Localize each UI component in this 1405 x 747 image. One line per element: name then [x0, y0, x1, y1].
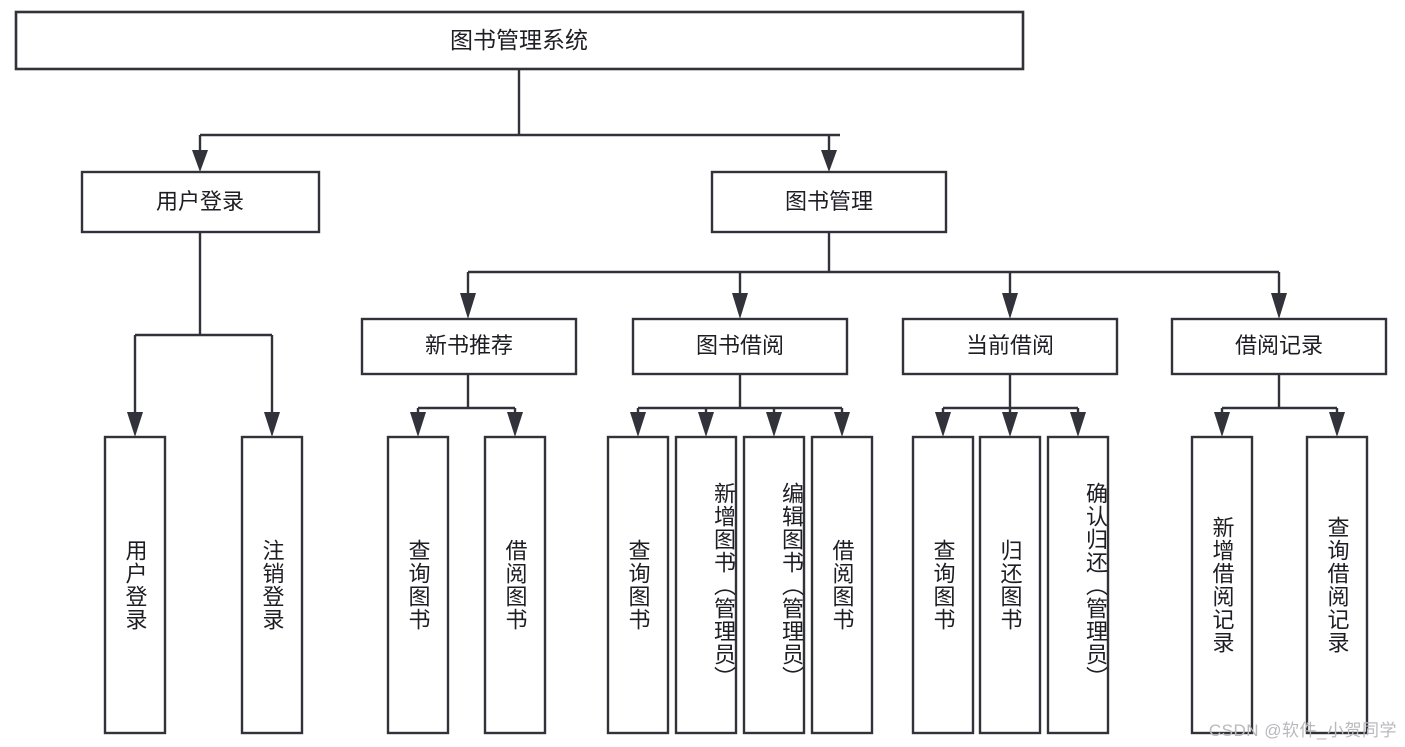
current-borrow-box[interactable]: [901, 317, 1119, 376]
node-borrow-record[interactable]: 借阅记录: [1170, 317, 1388, 376]
book-manage-label: 图书管理: [785, 189, 873, 214]
leaf-user-logout-box[interactable]: [240, 435, 304, 735]
new-book-recommend-box[interactable]: [360, 317, 578, 376]
node-new-book-recommend[interactable]: 新书推荐: [360, 317, 578, 376]
arrow-head-new-book-recommend: [460, 293, 476, 319]
borrow-record-box[interactable]: [1170, 317, 1388, 376]
root-label: 图书管理系统: [450, 27, 588, 53]
arrow-head-leaf-query-record: [1329, 412, 1345, 437]
user-login-box[interactable]: [80, 170, 321, 234]
leaf-edit-book-box[interactable]: [742, 435, 806, 735]
leaf-return-book-box[interactable]: [978, 435, 1042, 735]
arrow-head-leaf-edit-book: [766, 412, 782, 437]
arrow-head-book-manage: [821, 150, 837, 172]
csdn-watermark: CSDN @软件_小贺同学: [1208, 721, 1397, 740]
node-user-login[interactable]: 用户登录: [80, 170, 321, 234]
leaf-boxes-layer: [103, 435, 1369, 735]
leaf-add-book-box[interactable]: [674, 435, 738, 735]
node-book-borrow[interactable]: 图书借阅: [631, 317, 849, 376]
leaf-query-book-2-box[interactable]: [606, 435, 670, 735]
leaf-confirm-return-box[interactable]: [1046, 435, 1110, 735]
arrow-head-leaf-borrow-book-2: [834, 412, 850, 437]
book-borrow-label: 图书借阅: [696, 333, 784, 358]
leaf-borrow-book-2-box[interactable]: [810, 435, 874, 735]
book-borrow-box[interactable]: [631, 317, 849, 376]
arrow-head-leaf-add-book: [698, 412, 714, 437]
node-book-manage[interactable]: 图书管理: [710, 170, 948, 234]
arrow-head-leaf-query-book-3: [935, 412, 951, 437]
arrow-head-leaf-query-book-1: [410, 412, 426, 437]
arrow-head-leaf-confirm-return: [1070, 412, 1086, 437]
arrow-head-leaf-user-login: [127, 412, 143, 437]
current-borrow-label: 当前借阅: [966, 333, 1054, 358]
arrow-head-leaf-add-record: [1214, 412, 1230, 437]
arrow-head-leaf-return-book: [1002, 412, 1018, 437]
book-manage-box[interactable]: [710, 170, 948, 234]
borrow-record-label: 借阅记录: [1235, 333, 1323, 358]
leaf-borrow-book-1-box[interactable]: [483, 435, 547, 735]
arrow-head-user-login: [192, 150, 208, 172]
root-box[interactable]: [14, 10, 1025, 71]
leaf-query-record-box[interactable]: [1305, 435, 1369, 735]
leaf-user-login-box[interactable]: [103, 435, 167, 735]
arrow-head-leaf-borrow-book-1: [507, 412, 523, 437]
arrow-head-book-borrow: [732, 293, 748, 319]
arrow-head-leaf-query-book-2: [630, 412, 646, 437]
arrow-head-current-borrow: [1002, 293, 1018, 319]
leaf-query-book-3-box[interactable]: [911, 435, 975, 735]
new-book-recommend-label: 新书推荐: [425, 333, 513, 358]
user-login-label: 用户登录: [156, 189, 244, 214]
arrow-head-borrow-record: [1271, 293, 1287, 319]
leaf-query-book-1-box[interactable]: [386, 435, 450, 735]
connectors-layer: [127, 69, 1345, 437]
node-root[interactable]: 图书管理系统: [14, 10, 1025, 71]
arrow-head-leaf-user-logout: [264, 412, 280, 437]
node-current-borrow[interactable]: 当前借阅: [901, 317, 1119, 376]
leaf-add-record-box[interactable]: [1190, 435, 1254, 735]
